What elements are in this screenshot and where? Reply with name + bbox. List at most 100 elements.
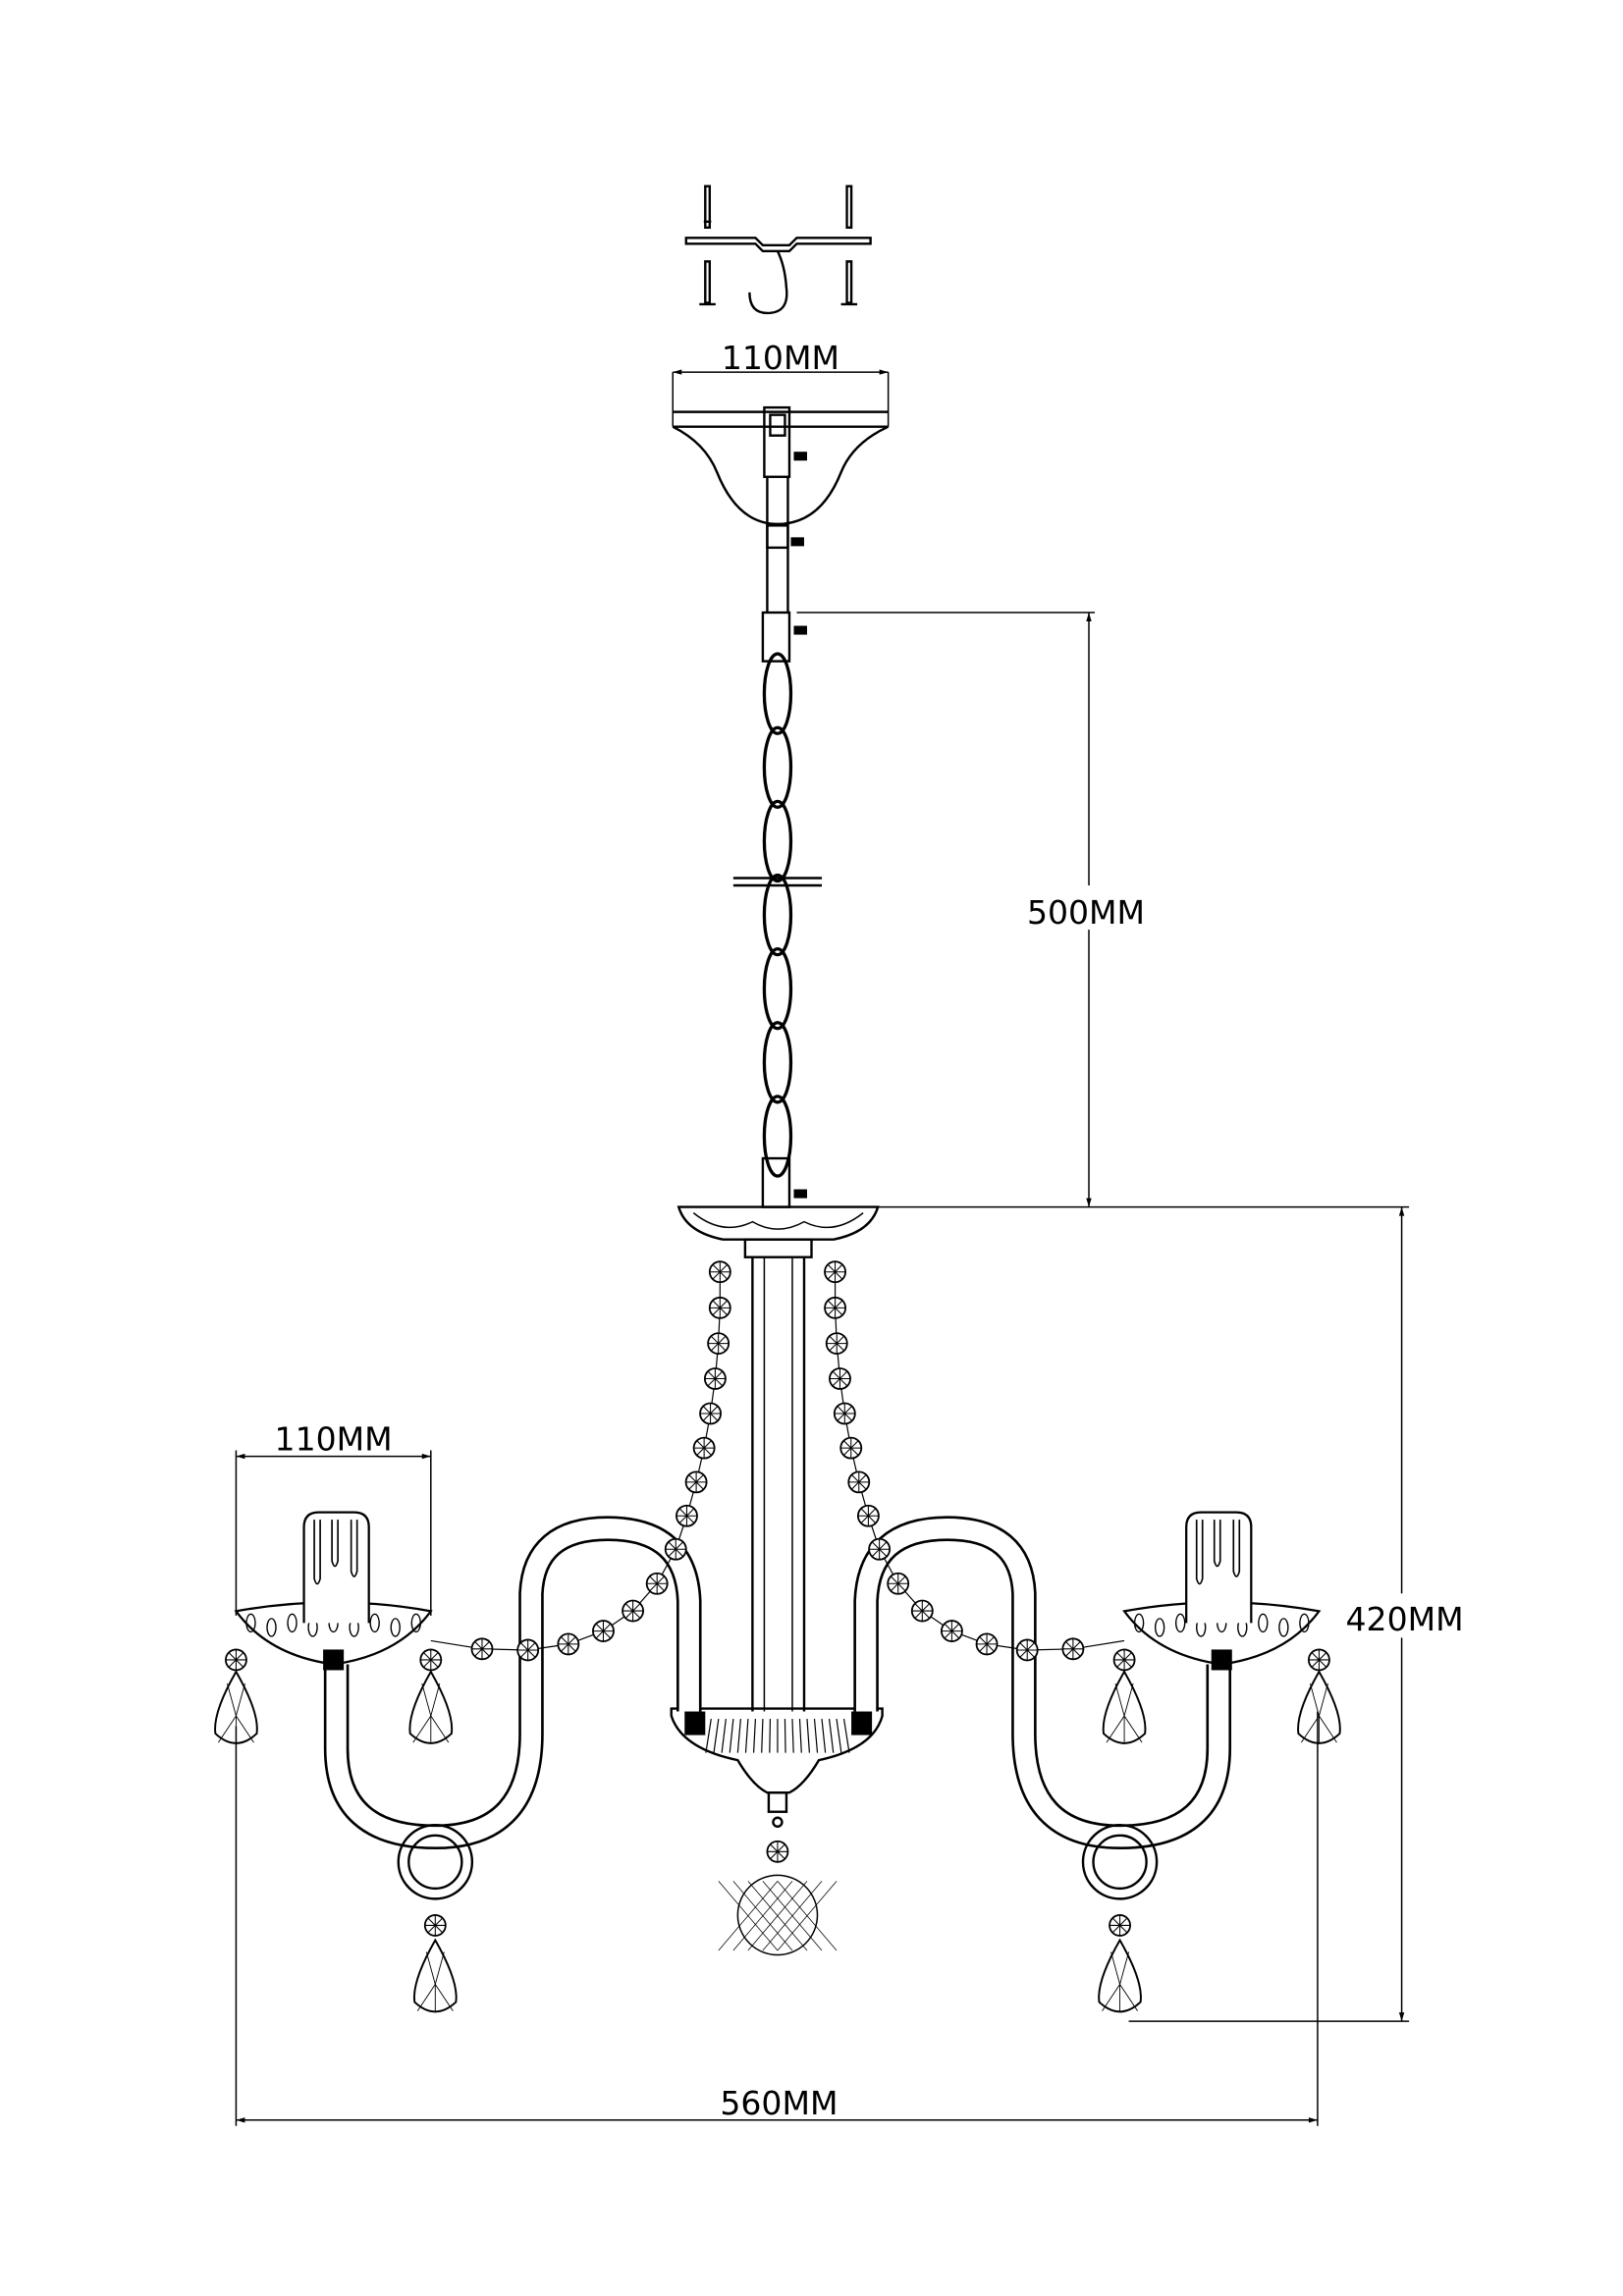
ball-facet (747, 1881, 808, 1951)
bowl-flute (813, 1719, 819, 1753)
cup-cut (1278, 1618, 1289, 1637)
bowl-flute (791, 1719, 794, 1753)
crystal-bead (684, 1470, 708, 1494)
arms (234, 1511, 1322, 1900)
crystal-bead (592, 1620, 615, 1643)
arm-ring (1081, 1824, 1159, 1900)
crystal-bead (833, 1402, 856, 1425)
chain-link (762, 1095, 793, 1178)
garland-string (430, 1271, 721, 1651)
bowl-flute (744, 1719, 749, 1753)
crystal-bead (910, 1599, 934, 1623)
bowl-flute (784, 1719, 786, 1753)
crystal-bead (856, 1504, 880, 1527)
crystal-bead (622, 1599, 644, 1623)
crystal-bead (708, 1260, 731, 1284)
cup-cut (1258, 1613, 1269, 1633)
overall-width-label: 560MM (720, 2084, 838, 2122)
crystal-bead (975, 1632, 999, 1656)
garland-string (834, 1271, 1125, 1651)
top-cup (676, 1205, 880, 1241)
screw-icon (699, 260, 858, 306)
ball-facet (718, 1881, 779, 1951)
candle-drip (1232, 1520, 1241, 1577)
chain-link (762, 725, 793, 810)
socket (323, 1649, 345, 1671)
arm-ring (397, 1824, 474, 1900)
bowl-flute (836, 1718, 842, 1753)
right-arm (853, 1511, 1322, 1900)
crystal-pendant (1297, 1669, 1341, 1744)
crystal-bead (824, 1260, 846, 1284)
crystal-bead (887, 1572, 910, 1595)
bowl-flute (769, 1719, 772, 1753)
ball-facet (732, 1881, 793, 1951)
crystal-bead (470, 1637, 494, 1661)
crystal-pendant (1098, 1938, 1142, 2013)
crystal-bead (829, 1367, 851, 1390)
crystal-bead (516, 1638, 540, 1662)
mounting-hardware (684, 185, 872, 315)
bowl-flute (713, 1718, 720, 1753)
crystal-bead (676, 1504, 698, 1527)
candle-drip (1213, 1520, 1221, 1568)
canopy-width-label: 110MM (722, 339, 839, 377)
dimension-height: 420MM (878, 1205, 1478, 2022)
bowl-flute (828, 1718, 835, 1753)
bowl-flute (842, 1718, 850, 1753)
dimension-canopy: 110MM (673, 339, 889, 377)
crystal-bead (423, 1914, 447, 1937)
crystal-bead (707, 1332, 730, 1356)
crystal-bead (703, 1367, 727, 1390)
crystal-beads (214, 1260, 1341, 2013)
crystal-bead (825, 1332, 848, 1356)
crystal-bead (824, 1296, 847, 1319)
bowl-flute (806, 1719, 810, 1753)
mounting-bracket (684, 237, 872, 253)
chandelier-body (670, 1205, 884, 1956)
chain-link (762, 1021, 793, 1104)
crystal-pendant (408, 1669, 454, 1744)
wall-plug-icon (703, 185, 853, 230)
cup-cut (1133, 1613, 1145, 1633)
candle-drip (313, 1520, 321, 1585)
ball-facet (777, 1881, 838, 1951)
bowl-flute (729, 1718, 734, 1753)
bowl-flute (752, 1719, 756, 1753)
candle-drip (331, 1520, 339, 1568)
crystal-bead (419, 1648, 443, 1672)
crystal-bead (1015, 1638, 1039, 1662)
cup-cut (1299, 1613, 1310, 1633)
arm-cup-width-label: 110MM (275, 1420, 393, 1459)
canopy (672, 372, 890, 614)
crystal-ball (736, 1874, 819, 1956)
chain (732, 611, 823, 1208)
chain-length-label: 500MM (1027, 893, 1145, 932)
cup-cut (410, 1613, 421, 1633)
cup-cut (369, 1613, 380, 1633)
bowl-flute (705, 1718, 712, 1753)
crystal-bead (692, 1436, 716, 1460)
cup-cut (1154, 1618, 1165, 1637)
crystal-pendant (412, 1938, 458, 2013)
crystal-bead (708, 1296, 731, 1319)
bowl-flute (798, 1719, 802, 1753)
candle-drip (1195, 1520, 1204, 1585)
crystal-bead (940, 1620, 963, 1643)
crystal-bead (1308, 1648, 1330, 1672)
height-label: 420MM (1346, 1600, 1464, 1638)
cup-cut (245, 1613, 256, 1633)
hook-icon (748, 250, 788, 315)
left-arm (234, 1511, 702, 1900)
bowl-flute (821, 1718, 827, 1753)
crystal-bead (766, 1840, 789, 1863)
crystal-bead (225, 1648, 247, 1672)
crystal-bead (699, 1402, 722, 1425)
bottom-bowl (670, 1707, 884, 1794)
dimension-arm-cup: 110MM (235, 1420, 432, 1616)
chain-link (762, 652, 793, 735)
cup-cut (266, 1618, 277, 1637)
crystal-bead (847, 1470, 871, 1494)
